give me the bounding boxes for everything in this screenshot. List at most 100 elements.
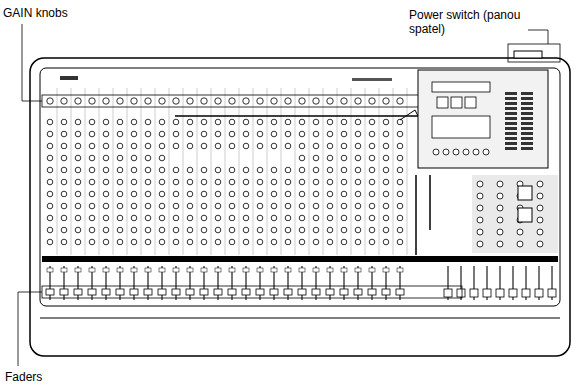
channel-strip — [368, 88, 379, 300]
master-fader — [535, 289, 543, 297]
power-switch — [514, 51, 542, 58]
button — [433, 149, 439, 155]
channel-strip — [298, 88, 309, 300]
master-knob — [477, 241, 483, 247]
channel-strip — [214, 88, 225, 300]
channel-strip — [46, 88, 57, 300]
switch — [518, 186, 532, 200]
channel-strip — [88, 88, 99, 300]
meter-led — [521, 122, 533, 125]
top-panel — [40, 68, 560, 306]
master-knob — [537, 229, 543, 235]
master-fader — [444, 289, 452, 297]
bus-mark — [400, 110, 420, 120]
master-knob — [497, 229, 503, 235]
master-fader — [470, 289, 478, 297]
master-knob — [537, 193, 543, 199]
fader-row-box — [42, 286, 462, 298]
master-knob — [477, 205, 483, 211]
button — [453, 149, 459, 155]
meter-led — [505, 117, 517, 120]
master-knob — [497, 217, 503, 223]
meter-led — [521, 112, 533, 115]
lcd-screen — [432, 116, 490, 138]
meter-led — [505, 122, 517, 125]
leader-line — [22, 24, 42, 101]
master-fader — [457, 289, 465, 297]
callout-label: Power switch (panou spatel) — [408, 8, 528, 36]
meter-led — [505, 92, 517, 95]
master-knob — [537, 205, 543, 211]
meter-led — [521, 147, 533, 150]
master-panel — [472, 175, 558, 253]
meter-led — [505, 97, 517, 100]
channel-strip — [312, 88, 323, 300]
button — [483, 149, 489, 155]
channel-strip — [326, 88, 337, 300]
master-knob — [517, 241, 523, 247]
master-fader — [522, 289, 530, 297]
channel-strip — [74, 88, 85, 300]
channel-strip — [354, 88, 365, 300]
leader-line — [528, 30, 548, 44]
master-knob — [477, 181, 483, 187]
channel-strip — [270, 88, 281, 300]
channel-strip — [158, 88, 169, 300]
display-section — [418, 70, 548, 168]
channel-strip — [242, 88, 253, 300]
console-drawing — [18, 24, 570, 366]
meter-led — [521, 102, 533, 105]
channel-strip — [396, 88, 407, 300]
meter-led — [521, 142, 533, 145]
channel-strip — [130, 88, 141, 300]
channel-strip — [284, 88, 295, 300]
master-fader — [483, 289, 491, 297]
meter-led — [521, 127, 533, 130]
meter-led — [505, 147, 517, 150]
key — [451, 97, 462, 108]
master-knob — [517, 229, 523, 235]
master-knob — [497, 193, 503, 199]
display — [432, 82, 490, 92]
channel-strip — [186, 88, 197, 300]
gain-row-box — [42, 95, 460, 107]
callout-label: GAIN knobs — [2, 6, 69, 20]
master-fader — [548, 289, 556, 297]
channel-strip — [102, 88, 113, 300]
channel-strip — [340, 88, 351, 300]
key — [465, 97, 476, 108]
meter-led — [505, 112, 517, 115]
master-knob — [497, 205, 503, 211]
channel-strip — [60, 88, 71, 300]
meter-led — [521, 107, 533, 110]
meter-led — [505, 102, 517, 105]
meter-led — [505, 127, 517, 130]
master-knob — [497, 241, 503, 247]
front-lip — [40, 318, 560, 319]
channel-strip — [172, 88, 183, 300]
channel-strip — [144, 88, 155, 300]
section-bar — [416, 175, 430, 255]
meter-led — [521, 117, 533, 120]
channel-strip — [228, 88, 239, 300]
channel-strip — [256, 88, 267, 300]
power-switch-box — [508, 44, 560, 62]
master-fader — [509, 289, 517, 297]
model-mark — [352, 78, 392, 81]
switch — [518, 208, 532, 222]
channel-strip — [116, 88, 127, 300]
master-knob — [477, 229, 483, 235]
master-knob — [537, 241, 543, 247]
meter-led — [521, 137, 533, 140]
group-bar — [175, 115, 420, 117]
key — [437, 97, 448, 108]
master-knob — [537, 217, 543, 223]
meter-led — [505, 107, 517, 110]
master-knob — [477, 217, 483, 223]
meter-band — [42, 256, 558, 262]
master-knob — [477, 193, 483, 199]
meter-led — [505, 132, 517, 135]
leader-line — [18, 292, 42, 366]
logo-mark — [60, 76, 78, 80]
button — [443, 149, 449, 155]
